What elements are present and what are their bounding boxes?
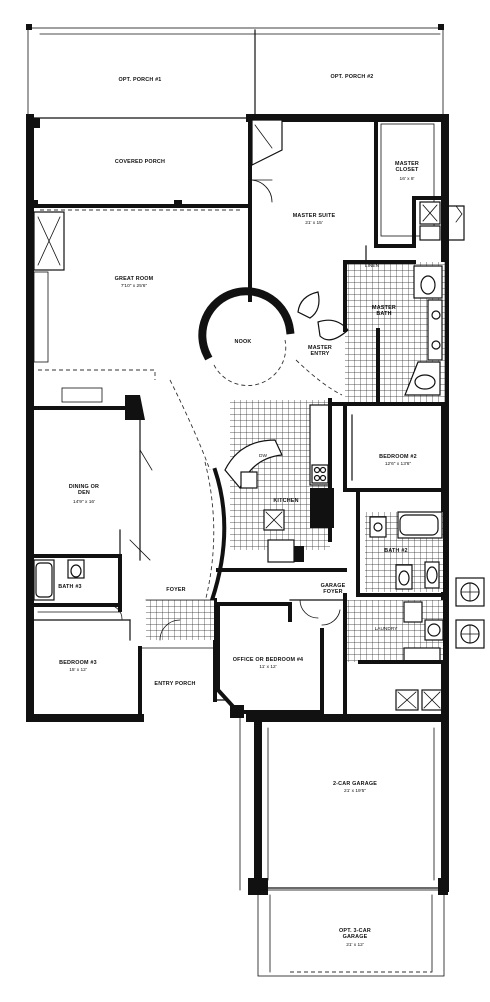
sink-icon — [240, 471, 258, 489]
bath-3 — [28, 554, 123, 620]
entry-porch — [139, 647, 229, 701]
opt-porch-area — [26, 24, 444, 119]
master-bath — [328, 201, 465, 406]
sink-icon — [427, 299, 443, 361]
covered-porch-label: COVERED PORCH — [115, 159, 165, 165]
laundry — [343, 593, 447, 720]
nook — [169, 287, 295, 471]
opt-3car-garage-dim: 21' x 12' — [346, 942, 364, 948]
kitchen — [224, 398, 334, 563]
master-entry-doors — [295, 291, 349, 396]
bath-2 — [356, 488, 447, 597]
bedroom-3-label: BEDROOM #3 — [59, 660, 97, 666]
bath-2-label: BATH #2 — [384, 548, 407, 554]
linen-label: LINEN — [365, 263, 380, 269]
nook-label: NOOK — [235, 339, 252, 345]
master-suite — [249, 116, 447, 248]
kitchen-label: KITCHEN — [273, 498, 298, 504]
hvac-units — [455, 577, 485, 649]
bedroom-2 — [343, 402, 447, 492]
entry-porch-label: ENTRY PORCH — [154, 681, 195, 687]
garage-2car-label: 2-CAR GARAGE — [333, 781, 377, 787]
foyer-label: FOYER — [166, 587, 186, 593]
garage — [239, 686, 449, 895]
column-icon — [30, 118, 40, 128]
bedroom-2-label: BEDROOM #2 — [379, 454, 417, 460]
dining-den-dim: 14'9" x 16' — [73, 499, 95, 505]
bedroom-3-dim: 15' x 12' — [69, 667, 87, 673]
office-bedroom-4-dim: 11' x 12' — [259, 664, 276, 670]
dining-den — [28, 419, 153, 561]
opt-3car-garage — [257, 889, 445, 977]
office-bedroom-4-label: OFFICE OR BEDROOM #4 — [233, 657, 304, 663]
bath-3-label: BATH #3 — [58, 584, 81, 590]
opt-porch-1-label: OPT. PORCH #1 — [118, 77, 161, 83]
office-bedroom-4 — [216, 602, 341, 718]
range-icon — [311, 464, 329, 484]
bedroom-3 — [29, 619, 131, 641]
master-suite-dim: 21' x 15' — [305, 220, 323, 226]
laundry-label: LAUNDRY — [375, 626, 399, 632]
dw-label: DW — [259, 453, 267, 459]
great-room — [28, 209, 240, 420]
room-labels: OPT. PORCH #1 OPT. PORCH #2 COVERED PORC… — [58, 74, 419, 948]
master-closet-dim: 16' x 8' — [400, 176, 415, 182]
great-room-dim: 7'10" x 25'6" — [121, 283, 148, 289]
garage-2car-dim: 21' x 19'5" — [344, 788, 366, 794]
opt-porch-2-label: OPT. PORCH #2 — [330, 74, 373, 80]
great-room-label: GREAT ROOM — [115, 276, 154, 282]
bedroom-2-dim: 12'6" x 13'6" — [385, 461, 412, 467]
master-suite-label: MASTER SUITE — [293, 213, 336, 219]
foyer — [145, 461, 347, 641]
